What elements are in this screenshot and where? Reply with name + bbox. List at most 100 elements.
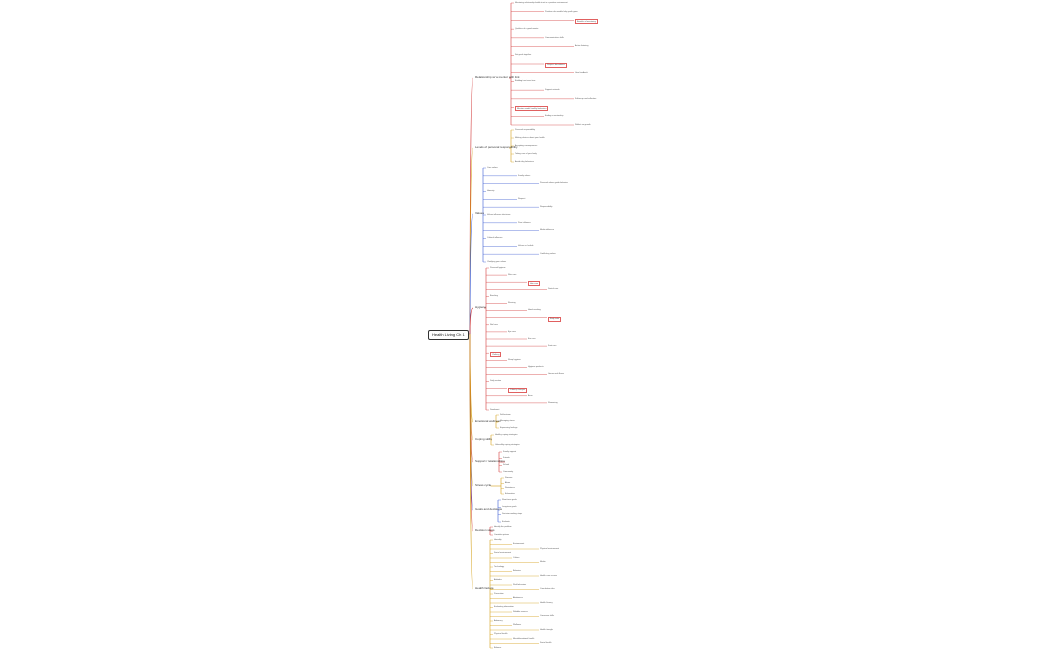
- leaf-b3-11[interactable]: Conflicting values: [540, 252, 556, 255]
- leaf-b3-7[interactable]: Peer influence: [518, 221, 531, 224]
- branch-b10[interactable]: Decision steps: [475, 528, 495, 532]
- leaf-b11-4[interactable]: Culture: [513, 556, 520, 559]
- leaf-b9-0[interactable]: Short-term goals: [502, 498, 517, 501]
- leaf-b4-16[interactable]: Daily routine: [490, 380, 502, 383]
- leaf-b3-1[interactable]: Family values: [518, 174, 531, 177]
- branch-b1[interactable]: Relationship w/ a mentor with link: [475, 75, 520, 79]
- leaf-b4-6[interactable]: Hand washing: [528, 309, 541, 312]
- leaf-b11-23[interactable]: Social health: [540, 642, 552, 645]
- leaf-b11-20[interactable]: Health triangle: [540, 628, 553, 631]
- leaf-b4-12[interactable]: Clothing: [490, 352, 502, 357]
- leaf-b4-17[interactable]: Puberty changes: [508, 387, 528, 393]
- leaf-b1-9[interactable]: Building trust over time: [515, 80, 536, 83]
- leaf-b4-19[interactable]: Showering: [548, 401, 558, 404]
- leaf-b1-14[interactable]: Reflect on growth: [575, 123, 591, 126]
- leaf-b11-11[interactable]: Cumulative risks: [540, 588, 555, 591]
- leaf-b3-5[interactable]: Responsibility: [540, 205, 553, 208]
- leaf-b11-16[interactable]: Reliable sources: [513, 610, 528, 613]
- leaf-b11-5[interactable]: Media: [540, 561, 546, 564]
- leaf-b4-2[interactable]: Hair care: [528, 281, 541, 286]
- leaf-b7-0[interactable]: Family support: [503, 450, 517, 453]
- branch-b9[interactable]: Goals and decisions: [475, 507, 503, 511]
- leaf-b4-18[interactable]: Acne: [528, 394, 533, 397]
- leaf-b4-4[interactable]: Brushing: [490, 295, 498, 298]
- leaf-b6-1[interactable]: Unhealthy coping strategies: [495, 443, 520, 446]
- leaf-b4-8[interactable]: Nail care: [490, 323, 498, 326]
- branch-b3[interactable]: Values: [475, 211, 484, 215]
- leaf-b1-0[interactable]: Mentoring relationship builds trust in a…: [515, 1, 568, 4]
- leaf-b11-24[interactable]: Balance: [494, 646, 502, 649]
- leaf-b11-0[interactable]: Heredity: [494, 538, 502, 541]
- leaf-b2-0[interactable]: Personal responsibility: [515, 128, 536, 131]
- branch-b2[interactable]: Levels of personal responsibility: [475, 145, 518, 149]
- leaf-b2-2[interactable]: Accepting consequences: [515, 144, 538, 147]
- leaf-b10-0[interactable]: Identify the problem: [494, 525, 512, 528]
- leaf-b8-2[interactable]: Resistance: [505, 487, 515, 490]
- leaf-b5-2[interactable]: Expressing feelings: [500, 426, 518, 429]
- leaf-b4-3[interactable]: Dental care: [548, 288, 559, 291]
- leaf-b6-0[interactable]: Healthy coping strategies: [495, 433, 518, 436]
- leaf-b1-4[interactable]: Communication skills: [545, 36, 564, 39]
- root-topic[interactable]: Health Living Ch 1: [428, 330, 469, 340]
- leaf-b3-4[interactable]: Respect: [518, 198, 526, 201]
- leaf-b5-0[interactable]: Self-esteem: [500, 413, 511, 416]
- leaf-b7-2[interactable]: School: [503, 464, 510, 467]
- leaf-b11-17[interactable]: Consumer skills: [540, 615, 555, 618]
- leaf-b11-19[interactable]: Wellness: [513, 624, 522, 627]
- leaf-b11-2[interactable]: Physical environment: [540, 547, 560, 550]
- leaf-b3-12[interactable]: Clarifying your values: [487, 260, 507, 263]
- leaf-b3-0[interactable]: Core values: [487, 166, 498, 169]
- leaf-b3-9[interactable]: Cultural influence: [487, 237, 503, 240]
- branch-b6[interactable]: Coping skills: [475, 437, 492, 441]
- leaf-b11-12[interactable]: Prevention: [494, 592, 504, 595]
- leaf-b11-22[interactable]: Mental/emotional health: [513, 637, 535, 640]
- leaf-b1-8[interactable]: Give feedback: [575, 71, 588, 74]
- leaf-b4-14[interactable]: Hygiene products: [528, 366, 544, 369]
- leaf-b4-7[interactable]: Body odor: [548, 316, 562, 322]
- leaf-b1-7[interactable]: Respect boundaries: [545, 62, 567, 68]
- leaf-b4-15[interactable]: Germs and illness: [548, 373, 565, 376]
- leaf-b8-0[interactable]: Stressor: [505, 476, 513, 479]
- leaf-b2-1[interactable]: Making choices about your health: [515, 136, 545, 139]
- leaf-b1-13[interactable]: Ending a mentorship: [545, 115, 564, 118]
- leaf-b2-4[interactable]: Avoid risky behaviors: [515, 160, 534, 163]
- leaf-b4-20[interactable]: Deodorant: [490, 408, 500, 411]
- leaf-b11-14[interactable]: Health literacy: [540, 601, 553, 604]
- leaf-b11-13[interactable]: Abstinence: [513, 597, 523, 600]
- leaf-b3-6[interactable]: Values influence decisions: [487, 213, 511, 216]
- leaf-b8-3[interactable]: Exhaustion: [505, 492, 515, 495]
- leaf-b11-3[interactable]: Social environment: [494, 552, 512, 555]
- leaf-b2-3[interactable]: Taking care of your body: [515, 152, 537, 155]
- leaf-b11-9[interactable]: Attitudes: [494, 579, 502, 582]
- leaf-b11-8[interactable]: Health care access: [540, 574, 558, 577]
- branch-b4[interactable]: Hygiene: [475, 305, 487, 309]
- leaf-b11-18[interactable]: Advocacy: [494, 619, 503, 622]
- leaf-b4-10[interactable]: Ear care: [528, 337, 536, 340]
- leaf-b11-21[interactable]: Physical health: [494, 633, 508, 636]
- leaf-b9-1[interactable]: Long-term goals: [502, 506, 517, 509]
- branch-b11[interactable]: Health factors: [475, 586, 494, 590]
- leaf-b10-1[interactable]: Consider options: [494, 533, 510, 536]
- branch-b8[interactable]: Stress cycle: [475, 483, 492, 487]
- leaf-b4-11[interactable]: Foot care: [548, 344, 557, 347]
- leaf-b7-3[interactable]: Community: [503, 470, 514, 473]
- leaf-b3-8[interactable]: Media influence: [540, 229, 555, 232]
- leaf-b5-1[interactable]: Managing stress: [500, 420, 515, 423]
- leaf-b1-6[interactable]: Set goals together: [515, 54, 532, 57]
- leaf-b1-11[interactable]: Follow-up and reflection: [575, 97, 597, 100]
- leaf-b1-5[interactable]: Active listening: [575, 45, 589, 48]
- leaf-b4-0[interactable]: Personal hygiene: [490, 266, 506, 269]
- leaf-b1-2[interactable]: Benefits of mentoring: [575, 19, 598, 25]
- leaf-b4-13[interactable]: Sleep hygiene: [508, 359, 521, 362]
- leaf-b4-1[interactable]: Skin care: [508, 273, 517, 276]
- branch-b7[interactable]: Support / relationships: [475, 459, 505, 463]
- leaf-b1-1[interactable]: Positive role models help youth grow: [545, 10, 578, 13]
- leaf-b8-1[interactable]: Alarm: [505, 482, 511, 485]
- leaf-b3-10[interactable]: Values vs. beliefs: [518, 245, 534, 248]
- branch-b5[interactable]: Emotional wellness: [475, 419, 501, 423]
- leaf-b11-7[interactable]: Behavior: [513, 570, 521, 573]
- leaf-b1-3[interactable]: Qualities of a good mentor: [515, 27, 539, 30]
- leaf-b11-15[interactable]: Evaluating information: [494, 606, 514, 609]
- leaf-b3-2[interactable]: Personal values guide behavior: [540, 182, 568, 185]
- leaf-b11-1[interactable]: Environment: [513, 543, 525, 546]
